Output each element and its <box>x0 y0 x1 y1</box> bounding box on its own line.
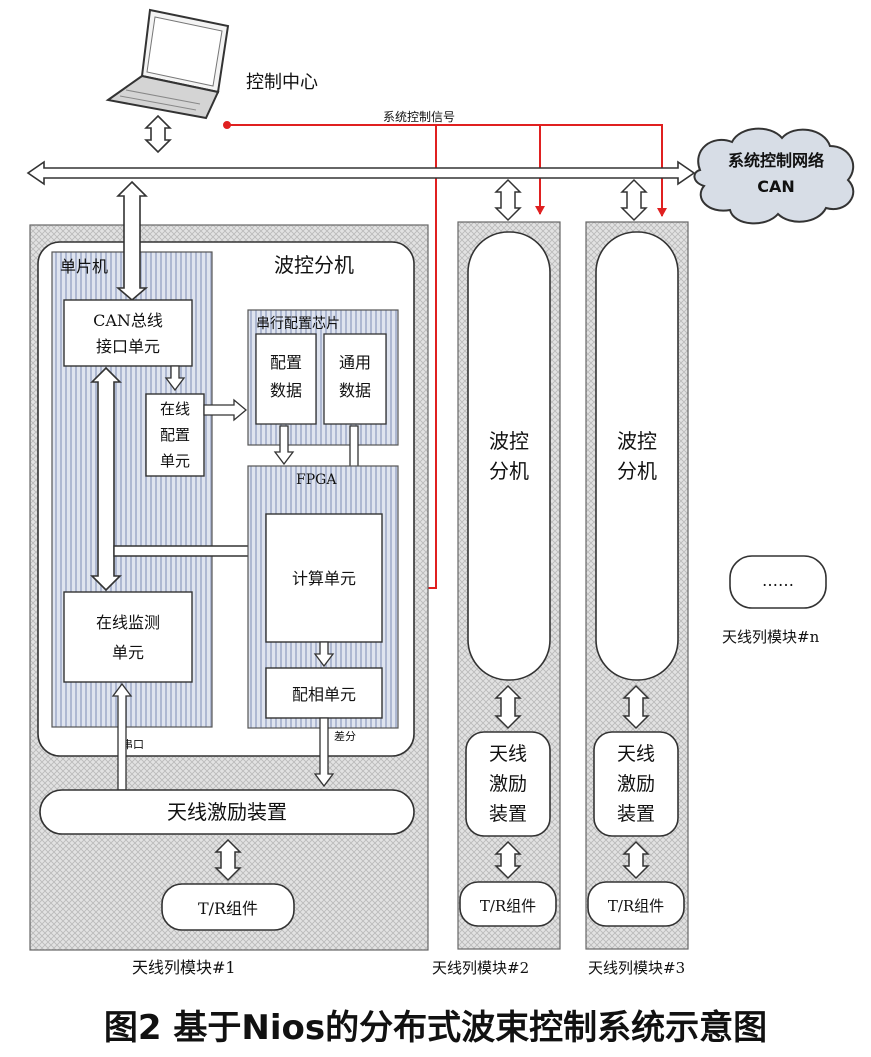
module3-ctrl-exciter-link <box>622 684 650 730</box>
tr-module-3-label: T/R组件 <box>608 897 664 915</box>
antenna-exciter-1 <box>39 789 415 835</box>
general-data-line2: 数据 <box>339 381 371 400</box>
module-n-label: 天线列模块#n <box>722 628 820 646</box>
compute-unit <box>265 513 383 643</box>
exciter-2-b: 激励 <box>489 773 527 795</box>
phase-to-exciter-arrow <box>313 717 335 788</box>
laptop-bus-link <box>144 114 172 154</box>
module-n-placeholder <box>729 555 827 609</box>
tr-module-1 <box>161 883 295 931</box>
module2-ctrl-exciter-link <box>494 684 522 730</box>
exciter-2-c: 装置 <box>489 803 527 825</box>
mcu-label: 单片机 <box>60 257 108 276</box>
online-config-line1: 在线 <box>160 400 190 418</box>
phase-unit-label: 配相单元 <box>292 685 356 704</box>
module2-exciter-tr-link <box>494 840 522 880</box>
serial-port-label: 串口 <box>122 738 144 751</box>
antenna-exciter-2 <box>465 731 551 837</box>
online-config-unit <box>145 393 205 477</box>
wave-controller-title: 波控分机 <box>274 253 354 277</box>
bus-module3-link <box>620 178 648 222</box>
exciter-3-c: 装置 <box>617 803 655 825</box>
general-data-line1: 通用 <box>339 353 371 372</box>
can-network-cloud <box>693 127 855 225</box>
general-data-box <box>323 333 387 425</box>
antenna-module-2 <box>457 221 561 950</box>
differential-label: 差分 <box>334 729 356 743</box>
module-1-label: 天线列模块#1 <box>132 958 236 977</box>
tr-module-3 <box>587 881 685 927</box>
exciter-to-monitor-arrow <box>111 682 133 791</box>
figure-caption: 图2 基于Nios的分布式波束控制系统示意图 <box>103 1008 768 1048</box>
can-interface-line1: CAN总线 <box>93 311 163 330</box>
control-center-label: 控制中心 <box>246 72 318 93</box>
antenna-module-3 <box>585 221 689 950</box>
online-monitor-line1: 在线监测 <box>96 613 160 632</box>
config-data-line1: 配置 <box>270 353 302 372</box>
exciter-tr-link-1 <box>214 838 242 882</box>
serial-chip-label: 串行配置芯片 <box>256 316 340 332</box>
system-diagram: 控制中心 系统控制信号 系统控制网络 CAN 波控分机 单片机 CAN总线 接口… <box>26 8 855 977</box>
exciter-3-a: 天线 <box>617 743 655 765</box>
tr-module-1-label: T/R组件 <box>198 899 258 918</box>
antenna-exciter-3 <box>593 731 679 837</box>
online-config-line3: 单元 <box>160 452 190 470</box>
exciter-3-b: 激励 <box>617 773 655 795</box>
module3-exciter-tr-link <box>622 840 650 880</box>
phase-unit <box>265 667 383 719</box>
module-3-wave-ctrl-a: 波控 <box>617 429 657 453</box>
online-monitor-unit <box>63 591 193 683</box>
config-data-line2: 数据 <box>270 381 302 400</box>
compute-to-phase-arrow <box>313 641 335 668</box>
bus-module2-link <box>494 178 522 222</box>
network-label-line2: CAN <box>757 177 795 196</box>
can-monitor-link <box>90 366 122 592</box>
tr-module-2 <box>459 881 557 927</box>
system-signal-label: 系统控制信号 <box>383 110 455 124</box>
laptop-icon <box>105 8 230 120</box>
antenna-exciter-1-label: 天线激励装置 <box>167 800 287 824</box>
online-monitor-line2: 单元 <box>112 643 144 662</box>
tr-module-2-label: T/R组件 <box>480 897 536 915</box>
exciter-2-a: 天线 <box>489 743 527 765</box>
compute-unit-label: 计算单元 <box>292 569 356 588</box>
can-interface-line2: 接口单元 <box>96 337 160 356</box>
system-bus <box>26 160 696 186</box>
can-interface-unit <box>63 299 193 367</box>
can-to-config-arrow <box>164 365 186 392</box>
module-3-wave-ctrl-b: 分机 <box>617 459 657 483</box>
module-n-ellipsis: …… <box>762 571 794 590</box>
network-label-line1: 系统控制网络 <box>728 151 824 170</box>
module-2-wave-ctrl-b: 分机 <box>489 459 529 483</box>
module-2-label: 天线列模块#2 <box>432 959 529 977</box>
config-data-box <box>255 333 317 425</box>
module-2-wave-ctrl-a: 波控 <box>489 429 529 453</box>
module-3-label: 天线列模块#3 <box>588 959 685 977</box>
fpga-label: FPGA <box>296 472 337 488</box>
config-to-serial-arrow <box>203 398 248 422</box>
online-config-line2: 配置 <box>160 426 190 444</box>
